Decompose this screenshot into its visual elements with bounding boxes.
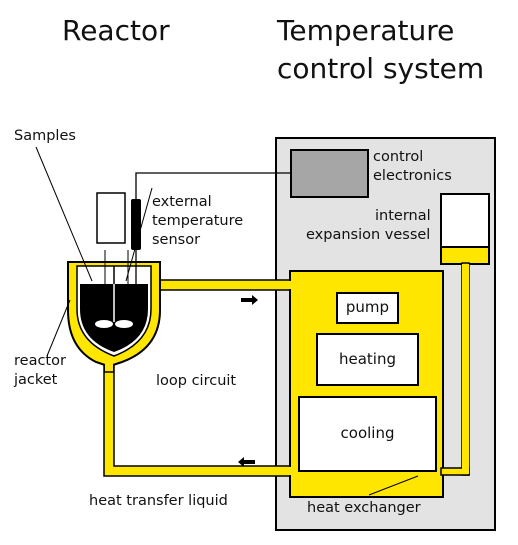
sensor-leader [125, 187, 153, 282]
loop-circuit-label: loop circuit [156, 373, 237, 389]
tcs-heading-line1: Temperature [277, 14, 455, 47]
expansion-vessel-label-1: internal [375, 208, 431, 224]
reactor-heading: Reactor [62, 14, 170, 47]
expansion-vessel-label-2: expansion vessel [306, 227, 431, 243]
heat-transfer-liquid-label: heat transfer liquid [89, 493, 228, 509]
liquid-leader [368, 475, 419, 496]
external-sensor-label-2: temperature [152, 213, 244, 229]
external-sensor-label-1: external [152, 194, 212, 210]
heating-box [316, 333, 419, 386]
control-electronics-box [290, 149, 369, 198]
expansion-vessel-liquid [440, 246, 490, 265]
control-electronics-label-1: control [373, 149, 424, 165]
external-temperature-sensor [131, 199, 141, 250]
jacket-leader [46, 299, 71, 357]
cooling-box [298, 396, 437, 472]
control-electronics-label-2: electronics [373, 168, 452, 184]
pump-label: pump [345, 298, 390, 316]
tcs-heading-line2: control system [277, 52, 485, 85]
stirrer-blade-left [95, 320, 113, 328]
cooling-label: cooling [340, 424, 395, 442]
reactor-jacket-label-1: reactor [14, 353, 66, 369]
external-sensor-label-3: sensor [152, 232, 201, 248]
samples-holder [96, 192, 126, 244]
flow-arrow-right [241, 295, 258, 305]
reactor-jacket-label-2: jacket [14, 372, 58, 388]
heat-exchanger-label: heat exchanger [307, 500, 421, 516]
pump-box [336, 292, 399, 324]
stirrer-blade-right [115, 320, 133, 328]
samples-label: Samples [14, 128, 76, 144]
flow-arrow-left [238, 457, 255, 467]
heating-label: heating [338, 350, 396, 368]
samples-leader [35, 146, 93, 282]
